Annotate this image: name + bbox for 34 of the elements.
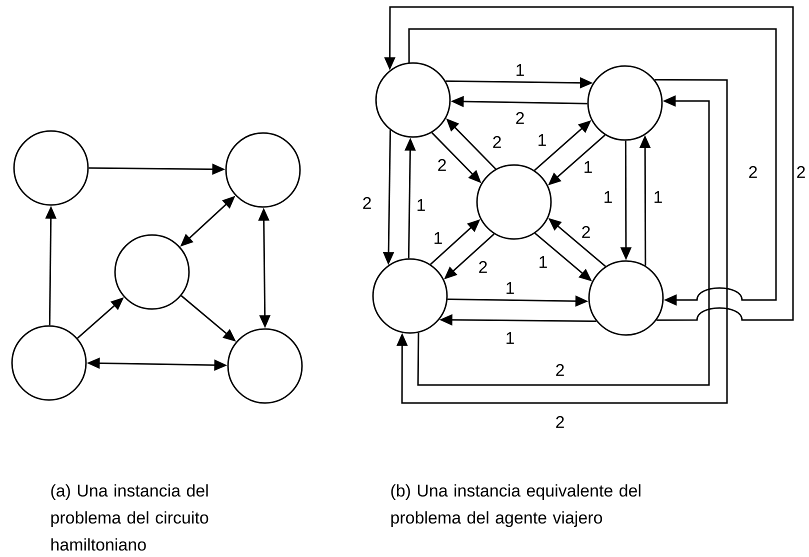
edge-label: 2 [554,416,566,428]
edge-label: 1 [536,134,548,146]
circle-node [372,258,448,334]
edge-label: 2 [748,166,758,178]
circle-node [13,130,89,206]
arrow [408,28,777,306]
edge-label: 2 [362,196,372,210]
edge-label: 1 [504,282,516,294]
edge-label: 1 [652,190,664,204]
circle-node [587,65,663,141]
edge-label: 2 [796,166,806,178]
caption: (b) Una instancia equivalente del problema del agente viajero [391,484,640,528]
circle-node [114,234,190,310]
edge-label: 1 [582,160,594,174]
circle-node [375,62,451,138]
edge-label: 2 [492,136,502,148]
edge-label: 2 [478,260,488,274]
edge-label: 1 [504,332,516,344]
edge-label: 2 [580,226,592,238]
edge-label: 1 [602,190,614,204]
arrow [396,79,728,404]
edge-label: 2 [554,364,566,376]
edge-label: 1 [432,232,444,244]
circle-node [11,325,87,401]
circle-node [588,260,664,336]
edge-label: 1 [416,198,426,212]
edge-label: 2 [436,158,448,172]
caption: (a) Una instancia del problema del circuito hamiltoniano [51,484,208,551]
edge-label: 1 [514,64,526,76]
circle-node [225,132,301,208]
circle-node [476,164,552,240]
circle-node [227,328,303,404]
edge-label: 2 [514,112,526,124]
edge-label: 1 [538,256,548,268]
